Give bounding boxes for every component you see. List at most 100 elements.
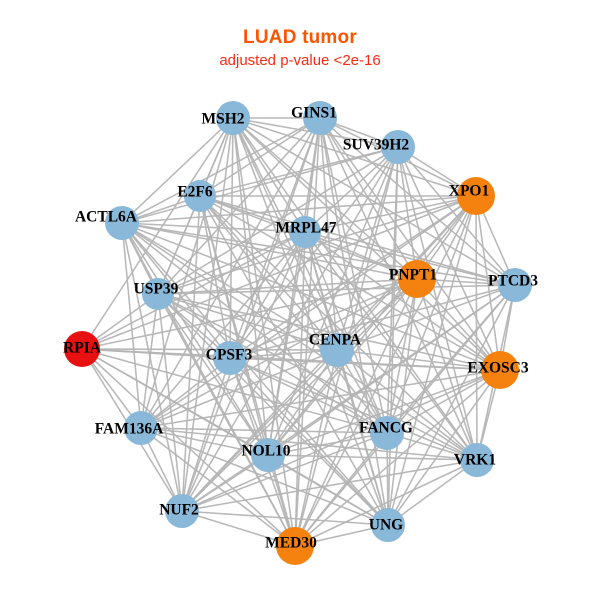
graph-edge [304, 231, 516, 286]
graph-edge [157, 293, 338, 351]
node-circle[interactable] [457, 177, 495, 215]
node-circle[interactable] [216, 101, 250, 135]
graph-edge [199, 117, 321, 197]
graph-edge [121, 117, 321, 224]
graph-edge [157, 195, 477, 295]
graph-edge [267, 195, 477, 456]
graph-edge [140, 427, 269, 456]
node-circle[interactable] [64, 331, 100, 367]
graph-node-xpo1[interactable]: XPO1 [449, 177, 495, 215]
node-circle[interactable] [165, 494, 199, 528]
graph-edge [386, 369, 501, 434]
graph-edge [304, 231, 388, 434]
node-label: SUV39H2 [343, 137, 410, 154]
node-label: EXOSC3 [467, 360, 528, 377]
node-circle[interactable] [371, 508, 405, 542]
graph-edge [416, 278, 478, 461]
graph-node-suv39h2[interactable]: SUV39H2 [343, 130, 415, 164]
graph-edge [181, 510, 296, 547]
node-circle[interactable] [105, 206, 139, 240]
node-circle[interactable] [276, 527, 314, 565]
graph-node-rpia[interactable]: RPIA [63, 331, 102, 367]
node-circle[interactable] [320, 333, 354, 367]
node-label: NOL10 [241, 443, 290, 460]
node-label: MRPL47 [275, 220, 336, 237]
graph-edge [181, 278, 418, 512]
graph-node-msh2[interactable]: MSH2 [201, 101, 250, 135]
node-circle[interactable] [498, 268, 532, 302]
graph-node-med30[interactable]: MED30 [265, 527, 317, 565]
graph-node-nuf2[interactable]: NUF2 [159, 494, 199, 528]
node-circle[interactable] [398, 260, 436, 298]
graph-edge [387, 459, 478, 526]
node-circle[interactable] [481, 351, 519, 389]
graph-edge [157, 278, 418, 295]
node-circle[interactable] [251, 438, 285, 472]
graph-edge [319, 117, 516, 286]
graph-edge [386, 278, 418, 434]
node-label: MSH2 [201, 111, 244, 128]
graph-node-mrpl47[interactable]: MRPL47 [275, 216, 337, 248]
graph-node-fancg[interactable]: FANCG [359, 416, 413, 450]
graph-node-usp39[interactable]: USP39 [134, 278, 179, 310]
node-label: E2F6 [177, 184, 213, 201]
graph-edge [121, 222, 231, 359]
graph-edge [387, 195, 477, 526]
graph-edge [229, 117, 321, 359]
node-circle[interactable] [289, 216, 321, 248]
graph-node-nol10[interactable]: NOL10 [241, 438, 291, 472]
node-label: RPIA [63, 340, 102, 357]
graph-node-fam136a[interactable]: FAM136A [95, 411, 164, 445]
graph-edge [81, 348, 388, 434]
graph-edge [140, 195, 477, 429]
graph-edge [140, 427, 388, 434]
graph-node-pnpt1[interactable]: PNPT1 [389, 260, 437, 298]
node-label: PTCD3 [488, 273, 538, 290]
graph-edge [81, 348, 296, 547]
graph-edge [121, 222, 389, 526]
graph-edge [181, 117, 234, 512]
graph-node-cenpa[interactable]: CENPA [309, 332, 362, 367]
node-label: GINS1 [291, 105, 337, 122]
graph-node-e2f6[interactable]: E2F6 [177, 180, 216, 212]
graph-edge [232, 117, 338, 351]
node-circle[interactable] [303, 101, 337, 135]
graph-edge [181, 454, 269, 512]
node-label: CENPA [309, 332, 362, 349]
graph-edge [157, 284, 516, 295]
graph-edge [267, 454, 389, 526]
graph-node-exosc3[interactable]: EXOSC3 [467, 351, 529, 389]
node-circle[interactable] [142, 278, 174, 310]
graph-edge [304, 146, 399, 233]
graph-edge [267, 454, 478, 461]
graph-node-vrk1[interactable]: VRK1 [454, 443, 496, 477]
node-circle[interactable] [184, 180, 216, 212]
graph-edge [387, 369, 501, 526]
graph-edge [199, 195, 338, 351]
node-label: ACTL6A [75, 209, 138, 226]
node-circle[interactable] [124, 411, 158, 445]
graph-edge [229, 195, 477, 359]
node-circle[interactable] [213, 341, 247, 375]
node-label: VRK1 [454, 452, 496, 469]
graph-edge [157, 293, 269, 456]
graph-node-gins1[interactable]: GINS1 [291, 101, 337, 135]
graph-edge [181, 284, 516, 512]
graph-edge [140, 427, 389, 526]
graph-edge [81, 348, 338, 351]
node-circle[interactable] [370, 416, 404, 450]
graph-edge [232, 117, 269, 456]
graph-edge [304, 195, 477, 233]
node-circle[interactable] [381, 130, 415, 164]
graph-edge [121, 222, 501, 371]
graph-node-actl6a[interactable]: ACTL6A [75, 206, 139, 240]
graph-edge [294, 432, 388, 547]
graph-edge [157, 293, 501, 371]
graph-node-cpsf3[interactable]: CPSF3 [206, 341, 253, 375]
graph-edge [121, 222, 516, 286]
graph-node-ung[interactable]: UNG [369, 508, 405, 542]
graph-node-ptcd3[interactable]: PTCD3 [488, 268, 538, 302]
node-circle[interactable] [460, 443, 494, 477]
